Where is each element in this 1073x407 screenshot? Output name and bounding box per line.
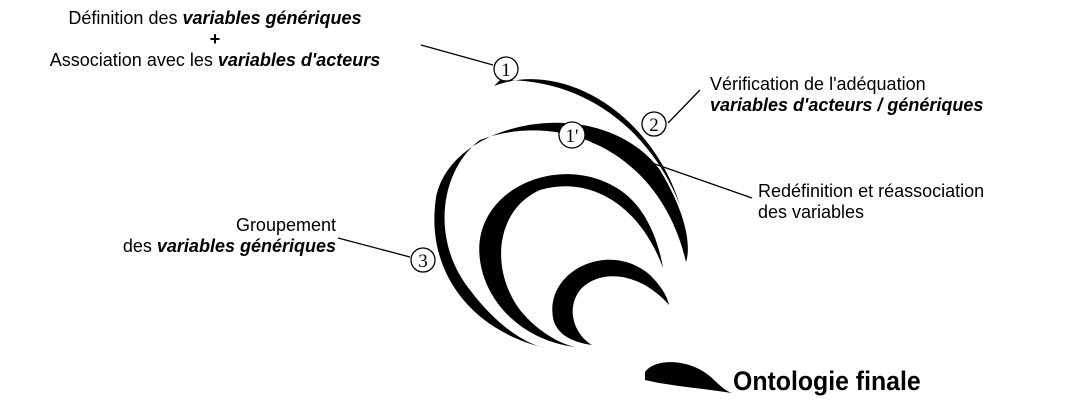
marker-3: 3	[410, 247, 436, 273]
arc-final-blob	[645, 362, 732, 393]
marker-1: 1	[493, 56, 519, 82]
leader-line-1b	[591, 141, 753, 199]
step1-caption: Définition des variables génériques + As…	[8, 8, 422, 71]
step2-line1: Vérification de l'adéquation	[710, 74, 926, 94]
step1b-line1: Redéfinition et réassociation	[758, 181, 985, 201]
step3-caption: Groupement des variables génériques	[40, 215, 336, 257]
final-ontology-label: Ontologie finale	[733, 366, 921, 396]
leader-line-3	[337, 237, 411, 258]
marker-2: 2	[641, 111, 667, 137]
arc-stage-1	[494, 79, 680, 205]
step1-line3: Association avec les variables d'acteurs	[49, 50, 381, 70]
arc-stage-4	[552, 259, 669, 345]
marker-1b: 1'	[558, 121, 586, 149]
step1b-line2: des variables	[758, 202, 865, 222]
step1-line1: Définition des variables génériques	[68, 8, 362, 28]
step2-line2: variables d'acteurs / génériques	[710, 95, 984, 115]
step1-plus: +	[209, 29, 221, 49]
leader-line-2	[667, 89, 701, 124]
marker-1b-label: 1'	[566, 126, 579, 147]
step3-line1: Groupement	[235, 215, 336, 235]
actor-variables-term: variables d'acteurs	[217, 50, 381, 70]
step2-caption: Vérification de l'adéquation variables d…	[710, 74, 983, 116]
step3-line2: des variables génériques	[122, 236, 336, 256]
generic-variables-term: variables génériques	[182, 8, 362, 28]
step1b-caption: Redéfinition et réassociation des variab…	[758, 181, 984, 223]
marker-3-label: 3	[418, 251, 428, 272]
marker-2-label: 2	[649, 115, 659, 136]
marker-1-label: 1	[501, 60, 511, 81]
leader-line-1	[420, 44, 494, 66]
